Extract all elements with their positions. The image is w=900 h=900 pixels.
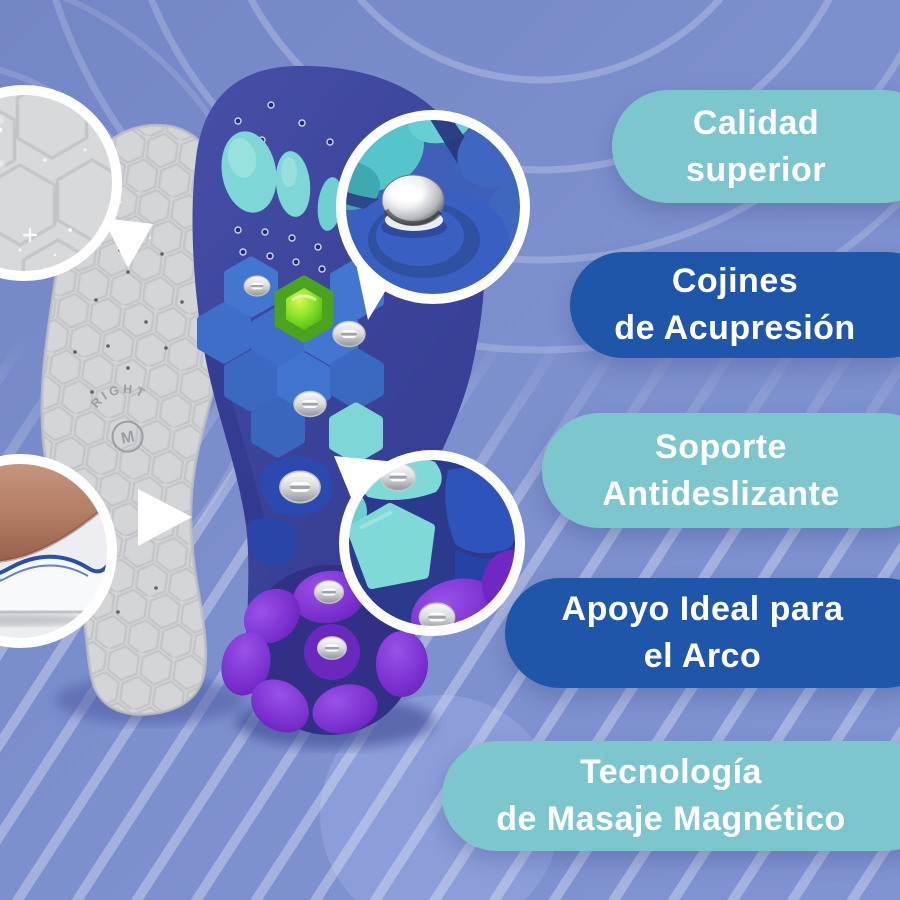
feature-label-line: Soporte (655, 427, 787, 466)
blue-insole-edge-shade (204, 350, 264, 525)
magnifier-callout-pads (334, 450, 525, 636)
callout-ring (0, 454, 117, 648)
insole-side-profile (0, 550, 108, 614)
feature-label-calidad-superior: Calidad superior (612, 90, 900, 203)
arch-support-pads (247, 456, 333, 567)
stamp-size-letter: M (120, 428, 137, 447)
feature-label-apoyo-arco: Apoyo Ideal para el Arco (505, 578, 900, 688)
gel-sparkles (0, 116, 87, 257)
metal-stud (243, 275, 271, 297)
feature-label-line: Apoyo Ideal para (561, 590, 844, 628)
metal-stud (313, 580, 345, 604)
callout-ring (339, 450, 525, 636)
callout-ring (0, 85, 122, 281)
feature-label-masaje-magnetico: Tecnología de Masaje Magnético (442, 741, 900, 851)
metal-stud (279, 470, 321, 504)
magnifier-callout-gel (0, 85, 153, 281)
metal-stud (293, 390, 327, 418)
metal-stud (332, 320, 366, 348)
feature-label-line: Cojines (671, 262, 799, 300)
arch-pad-cyan (329, 402, 383, 464)
feature-label-line: Antideslizante (602, 474, 840, 513)
feature-label-line: el Arco (643, 637, 762, 675)
feature-label-line: superior (685, 150, 827, 189)
feature-label-line: Tecnología (580, 753, 762, 791)
feature-label-line: de Acupresión (614, 309, 856, 347)
feature-label-line: Calidad (692, 103, 820, 142)
toe-pads-cyan (221, 131, 343, 231)
stamp-size-ring (111, 420, 144, 453)
green-magnet-node (274, 275, 334, 343)
callout-pointer (138, 489, 192, 546)
callout-pointer (103, 218, 153, 268)
magnifier-callout-magnet (336, 110, 530, 320)
callout-ring (336, 110, 530, 304)
feature-label-cojines-acupresion: Cojines de Acupresión (570, 252, 900, 358)
feature-label-soporte-antideslizante: Soporte Antideslizante (542, 413, 900, 528)
feature-label-line: de Masaje Magnético (496, 800, 846, 838)
metal-stud (316, 636, 348, 660)
gray-insole: RIGHT M (40, 123, 233, 716)
